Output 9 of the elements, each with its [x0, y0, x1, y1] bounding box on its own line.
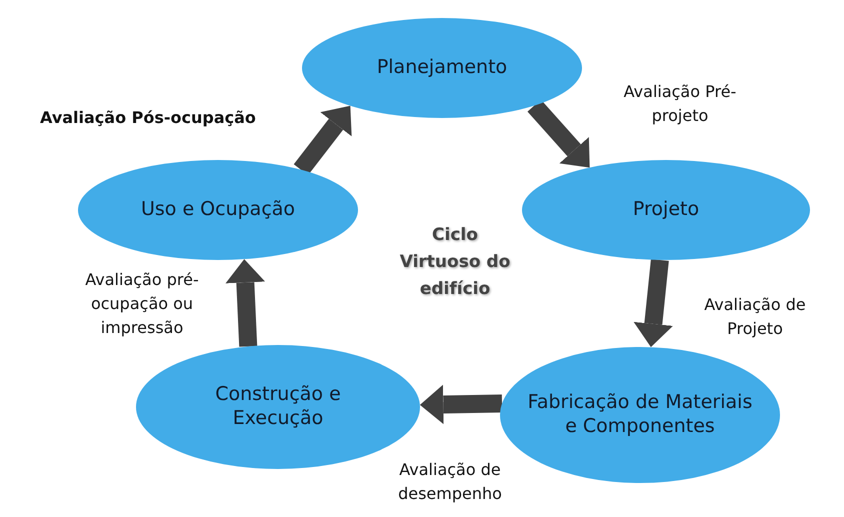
block-arrow [420, 384, 502, 424]
node-label: Projeto [632, 198, 700, 222]
block-arrow [226, 259, 266, 347]
center-label: Ciclo Virtuoso do edifício [398, 224, 512, 302]
block-arrow [634, 259, 673, 348]
node-label: Fabricação de Materiais e Componentes [526, 391, 754, 439]
node-label: Construção e Execução [214, 383, 342, 431]
node-label: Uso e Ocupação [140, 198, 296, 222]
node-label: Planejamento [376, 56, 508, 80]
